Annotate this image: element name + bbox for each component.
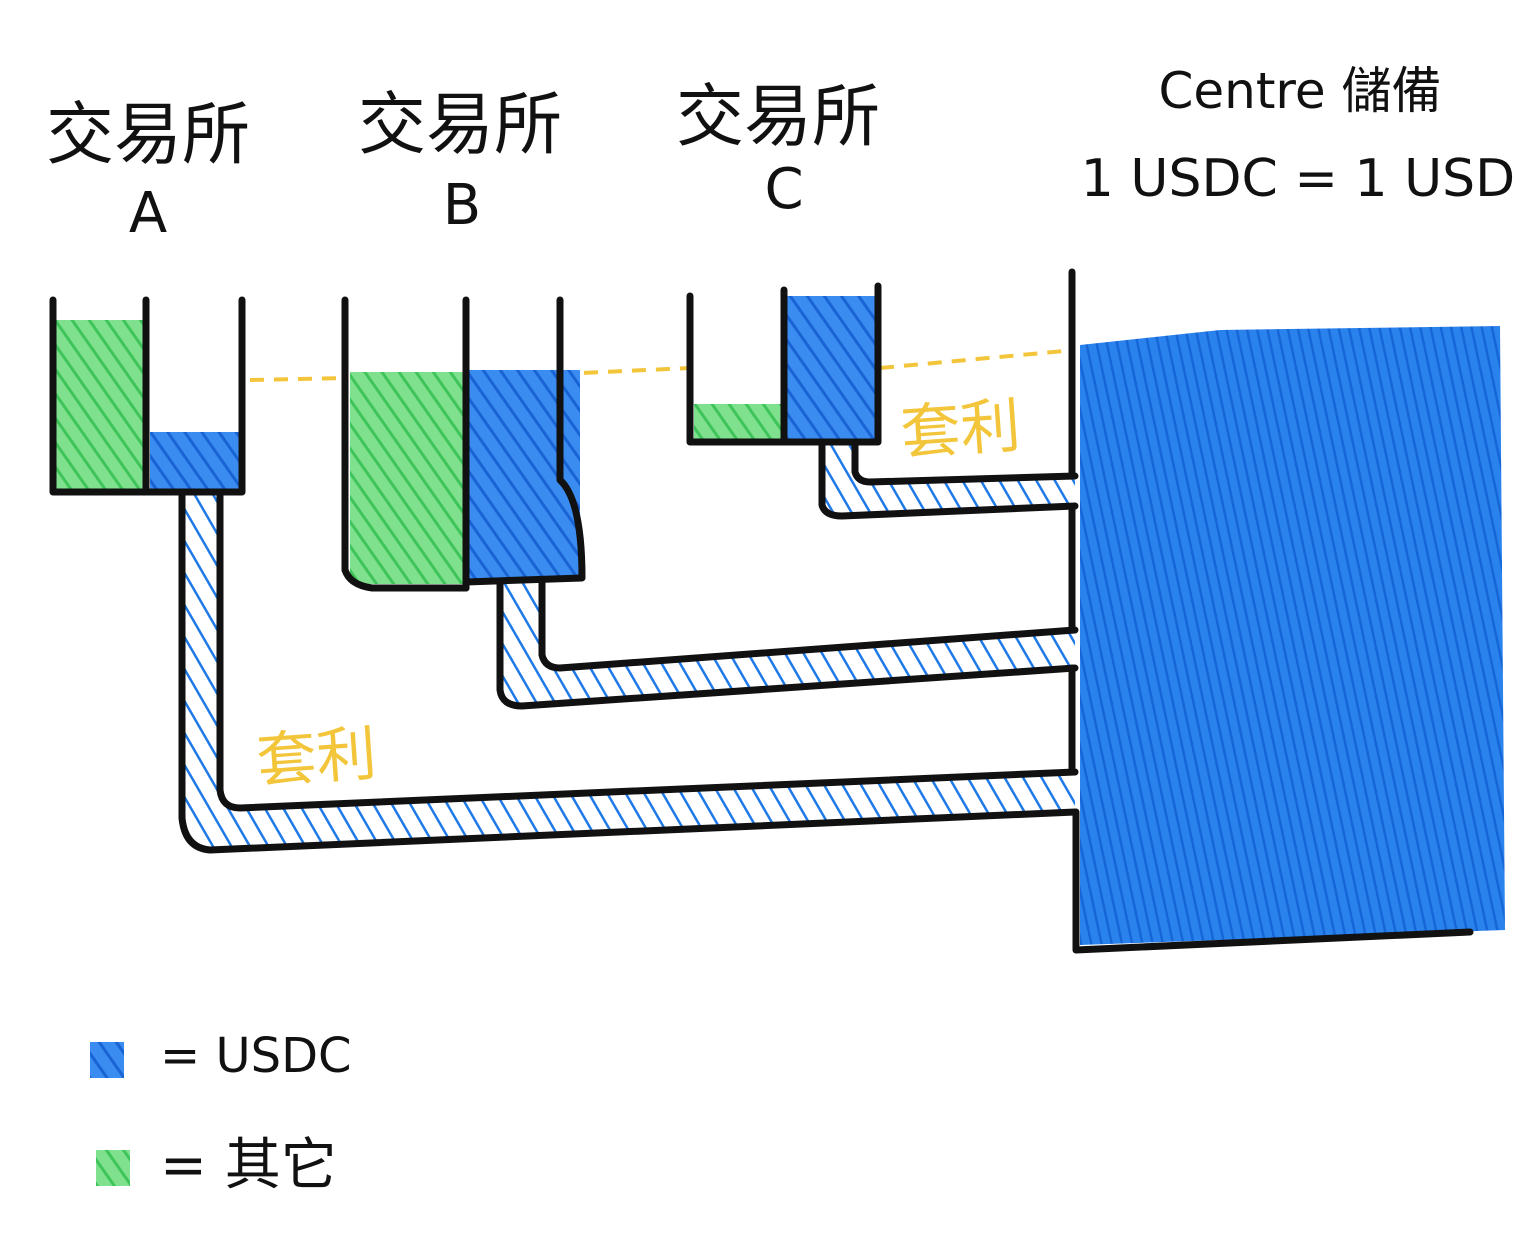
exchange-b-letter: B (443, 173, 481, 238)
exchange-b-heading: 交易所 B (358, 86, 562, 238)
exchange-a-heading: 交易所 A (46, 96, 250, 246)
exchange-c-container (686, 282, 882, 446)
exchange-a-letter: A (129, 181, 167, 246)
arbitrage-label-lower: 套利 (254, 719, 379, 797)
exchange-c-title: 交易所 (676, 78, 880, 157)
price-level-dashed-line (249, 348, 1076, 382)
exchange-a-title: 交易所 (46, 96, 250, 175)
pipe-c-to-reserve (818, 438, 1079, 520)
legend-label-usdc: = USDC (160, 1028, 352, 1084)
legend-label-other: = 其它 (160, 1133, 337, 1198)
exchange-c-letter: C (764, 157, 803, 222)
centre-reserve-usdc-fill (1080, 326, 1505, 945)
legend-swatch-usdc (90, 1042, 124, 1078)
exchange-c-usdc-fill (784, 296, 878, 440)
pipe-b-to-reserve (496, 576, 1079, 710)
pipe-a-to-reserve (178, 488, 1079, 854)
exchange-a-usdc-fill (150, 432, 242, 492)
exchange-b-container (341, 296, 586, 592)
exchange-a-container (49, 296, 246, 496)
arbitrage-label-upper: 套利 (898, 391, 1023, 469)
reserve-peg: 1 USDC = 1 USD (1081, 149, 1515, 209)
exchange-b-other-fill (350, 372, 464, 584)
reserve-heading: Centre 儲備 1 USDC = 1 USD (1081, 62, 1515, 209)
legend-swatch-other (96, 1150, 130, 1186)
exchange-c-heading: 交易所 C (676, 78, 880, 222)
reserve-title: Centre 儲備 (1158, 62, 1441, 120)
legend-item-other: = 其它 (96, 1133, 337, 1198)
legend: = USDC = 其它 (90, 1028, 352, 1198)
legend-item-usdc: = USDC (90, 1028, 352, 1084)
exchange-b-title: 交易所 (358, 86, 562, 165)
exchange-c-other-fill (694, 404, 784, 440)
exchange-a-other-fill (56, 320, 146, 492)
centre-reserve-container (1068, 268, 1505, 954)
